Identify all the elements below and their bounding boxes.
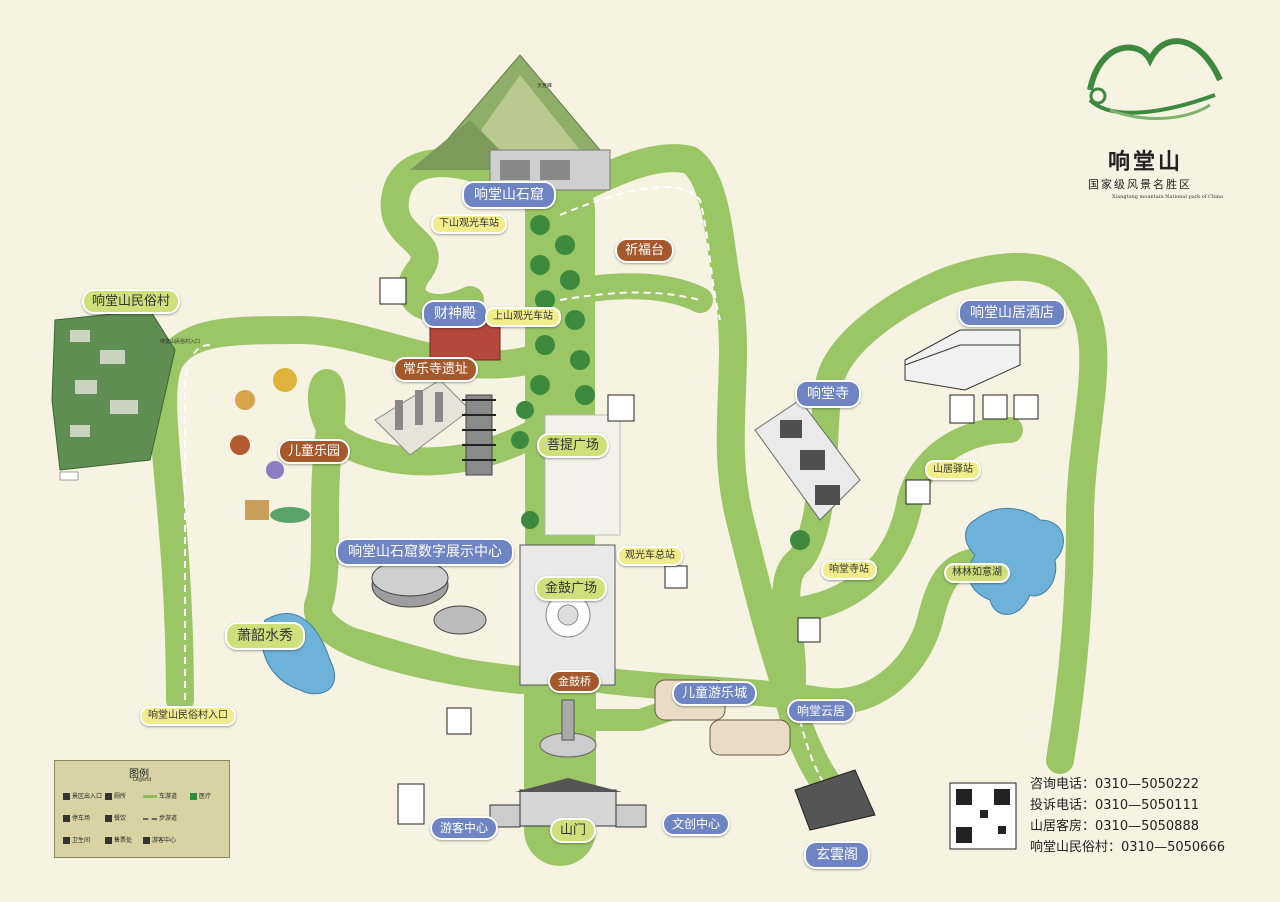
- dining-icon: [982, 394, 1008, 420]
- contact-row: 咨询电话：0310—5050222: [1030, 777, 1199, 792]
- legend-item: 游客中心: [143, 835, 176, 844]
- peak-label: 天宫峰: [537, 83, 553, 89]
- label-jingu-square[interactable]: 金鼓广场: [535, 576, 608, 601]
- road-west: [149, 316, 544, 714]
- road-qifutai: [547, 273, 713, 313]
- toilet-icon: [379, 277, 407, 305]
- statue-fountain: [539, 699, 597, 758]
- restroom-icon: [63, 837, 70, 844]
- legend-item: 厕所: [105, 791, 126, 800]
- info-icon: [397, 783, 425, 825]
- toilet-icon: [105, 793, 112, 800]
- label-caishendian[interactable]: 财神殿: [422, 300, 488, 328]
- label-jingu-bridge[interactable]: 金鼓桥: [548, 670, 601, 693]
- facility-markers: [379, 277, 1039, 850]
- contact-row: 山居客房：0310—5050888: [1030, 819, 1199, 834]
- legend-title: 图例: [129, 769, 149, 780]
- entrance-icon: [63, 793, 70, 800]
- label-changlesi[interactable]: 常乐寺遗址: [393, 357, 479, 382]
- label-minsucun-entrance-small: 响堂山民俗村入口: [160, 339, 201, 345]
- changle-temple-ruins: [374, 379, 471, 456]
- road-icon: [143, 795, 157, 798]
- label-qifutai[interactable]: 祈福台: [615, 238, 675, 263]
- brand-subtitle: 国家级风景名胜区: [1088, 178, 1192, 191]
- road-right-loop: [772, 252, 1108, 774]
- label-wenchuang[interactable]: 文创中心: [662, 812, 731, 836]
- footpath-icon: [143, 817, 157, 820]
- label-xuanyunge[interactable]: 玄雲阁: [804, 841, 870, 869]
- legend-item: 售票处: [105, 835, 132, 844]
- contact-row: 投诉电话：0310—5050111: [1030, 798, 1199, 813]
- contact-info: 咨询电话：0310—5050222 投诉电话：0310—5050111 山居客房…: [1030, 774, 1225, 858]
- brand-name: 响堂山: [1108, 149, 1184, 175]
- label-xiaoshao-show[interactable]: 萧韶水秀: [225, 622, 305, 650]
- legend-item: 餐饮: [105, 813, 126, 822]
- legend-item: 停车场: [63, 813, 90, 822]
- label-shiku[interactable]: 响堂山石窟: [462, 181, 556, 209]
- road-lower-left: [337, 627, 533, 693]
- label-yunju[interactable]: 响堂云居: [787, 699, 856, 723]
- brand-subtitle-en: Xiangtang mountain National park of Chin…: [1112, 194, 1224, 200]
- legend-item: 医疗: [190, 791, 211, 800]
- label-shanju-station[interactable]: 山居驿站: [925, 460, 981, 480]
- ruyi-lake: [965, 507, 1064, 615]
- toilet-icon: [905, 479, 931, 505]
- label-main-station[interactable]: 观光车总站: [617, 546, 683, 566]
- label-xiangtangsi[interactable]: 响堂寺: [795, 380, 861, 408]
- brand-logo: [1087, 38, 1223, 120]
- medical-icon: [190, 793, 197, 800]
- label-minsucun[interactable]: 响堂山民俗村: [82, 289, 181, 314]
- map-legend: 图例 Legend 景区出入口 厕所 车游道 医疗 停车场 餐饮 步游道 卫生间…: [54, 760, 230, 858]
- hotel-building: [904, 329, 1021, 391]
- label-shanmen[interactable]: 山门: [550, 818, 597, 843]
- digital-center-building: [371, 559, 487, 635]
- label-children-park[interactable]: 儿童乐园: [278, 439, 351, 464]
- label-lake[interactable]: 林林如意湖: [944, 563, 1010, 583]
- parking-icon: [63, 815, 70, 822]
- label-minsucun-entrance[interactable]: 响堂山民俗村入口: [140, 706, 236, 726]
- label-digital-center[interactable]: 响堂山石窟数字展示中心: [336, 538, 514, 566]
- xuanyunge-pavilion: [794, 769, 876, 831]
- label-children-town[interactable]: 儿童游乐城: [672, 681, 758, 706]
- toilet-icon: [446, 707, 472, 735]
- toilet-icon: [797, 617, 821, 643]
- label-puti-square[interactable]: 菩提广场: [537, 433, 610, 458]
- pagoda-illustration: [462, 394, 496, 476]
- dining-icon: [105, 815, 112, 822]
- toilet-icon: [607, 394, 635, 422]
- xiangtang-temple-complex: [754, 399, 861, 550]
- jingu-square-area: [519, 544, 616, 686]
- label-hotel[interactable]: 响堂山居酒店: [958, 299, 1066, 327]
- label-visitor-center[interactable]: 游客中心: [430, 816, 499, 840]
- legend-item: 卫生间: [63, 835, 90, 844]
- road-top-right-loop: [531, 144, 804, 714]
- label-xiangtangsi-station[interactable]: 响堂寺站: [821, 560, 877, 580]
- folk-village-illustration: [51, 309, 176, 481]
- toilet-icon: [1013, 394, 1039, 420]
- contact-row: 响堂山民俗村：0310—5050666: [1030, 840, 1225, 855]
- label-shangshan-station[interactable]: 上山观光车站: [485, 307, 561, 327]
- legend-item: 步游道: [143, 813, 177, 822]
- label-xiashan-station[interactable]: 下山观光车站: [431, 214, 507, 234]
- legend-subtitle: Legend: [133, 777, 152, 783]
- legend-item: 车游道: [143, 791, 177, 800]
- children-park-rides: [230, 368, 310, 523]
- info-icon: [143, 837, 150, 844]
- toilet-icon: [664, 565, 688, 589]
- legend-item: 景区出入口: [63, 791, 102, 800]
- mountain-peak-illustration: [410, 54, 611, 191]
- ticket-icon: [105, 837, 112, 844]
- hotel-bed-icon: [949, 394, 975, 424]
